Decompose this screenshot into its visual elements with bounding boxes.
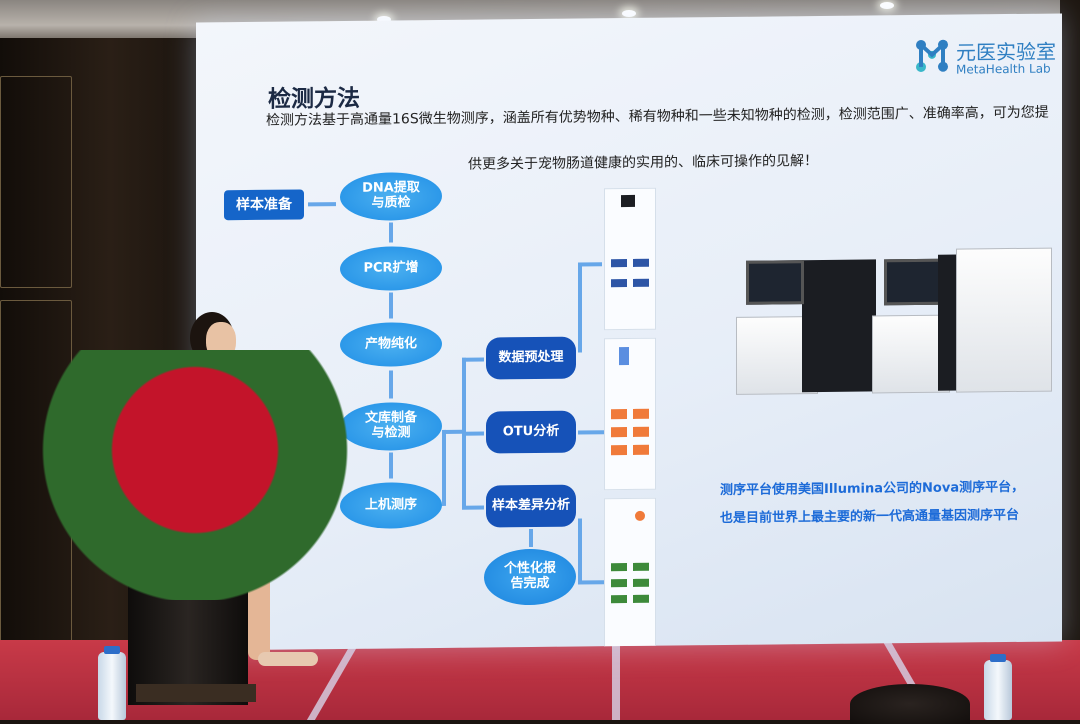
flow-step-pcr: PCR扩增 (340, 245, 442, 292)
flow-step-sequencing: 上机测序 (340, 481, 442, 530)
analysis-otu: OTU分析 (486, 410, 576, 454)
arrow-right (308, 202, 336, 207)
flower-arrangement (40, 350, 350, 600)
bottle-cap (104, 646, 120, 654)
projection-screen: 检测方法 检测方法基于高通量16S微生物测序，涵盖所有优势物种、稀有物种和一些未… (196, 13, 1062, 651)
water-bottle (984, 654, 1012, 720)
arrow-down (389, 292, 393, 319)
sequencer-monitor (884, 258, 942, 306)
flow-step-purify: 产物纯化 (340, 321, 442, 368)
arrow-right (578, 262, 602, 267)
molecule-logo-icon (916, 39, 948, 72)
arrow-right (578, 580, 604, 585)
connector-line (578, 518, 582, 583)
flow-step-dna: DNA提取 与质检 (340, 171, 442, 222)
podium-base (136, 684, 256, 702)
connector-line (578, 262, 582, 353)
logo-text-en: MetaHealth Lab (956, 61, 1051, 77)
analysis-report: 个性化报 告完成 (484, 548, 576, 606)
sequencer-machine (938, 254, 958, 391)
platform-caption-2: 也是目前世界上最主要的新一代高通量基因测序平台 (720, 507, 1020, 527)
wall-panel (0, 76, 72, 288)
arrow-down (389, 452, 393, 479)
arrow-right (578, 430, 604, 435)
bottle-cap (990, 654, 1006, 662)
sequencer-machine (802, 259, 876, 393)
presenter-shoe (258, 652, 318, 666)
arrow-right (462, 431, 484, 436)
intro-line-1: 检测方法基于高通量16S微生物测序，涵盖所有优势物种、稀有物种和一些未知物种的检… (266, 104, 1049, 129)
arrow-down (389, 370, 393, 399)
arrow-right (462, 357, 484, 362)
sequencer-machine (956, 247, 1052, 393)
arrow-down (389, 222, 393, 243)
ceiling-light (622, 10, 636, 17)
platform-caption-1: 测序平台使用美国Illumina公司的Nova测序平台， (720, 479, 1025, 499)
flow-step-sample-prep: 样本准备 (224, 189, 304, 221)
audience-head (850, 684, 970, 724)
result-thumbnail (604, 497, 656, 651)
ceiling-light (880, 2, 894, 9)
branch-line (442, 429, 462, 434)
stage-stripe (306, 640, 362, 720)
stage-stripe (612, 640, 620, 720)
flow-step-library: 文库制备 与检测 (340, 401, 442, 452)
result-thumbnail (604, 337, 656, 491)
result-thumbnail (604, 187, 656, 331)
analysis-diff: 样本差异分析 (486, 484, 576, 528)
sequencer-monitor (746, 260, 804, 305)
ceiling-light (377, 16, 391, 23)
arrow-down (529, 529, 533, 548)
wall-edge (1060, 0, 1080, 660)
water-bottle (98, 646, 126, 720)
intro-line-2: 供更多关于宠物肠道健康的实用的、临床可操作的见解！ (468, 153, 818, 173)
branch-line (442, 429, 446, 506)
analysis-preprocess: 数据预处理 (486, 336, 576, 380)
arrow-right (462, 505, 484, 510)
